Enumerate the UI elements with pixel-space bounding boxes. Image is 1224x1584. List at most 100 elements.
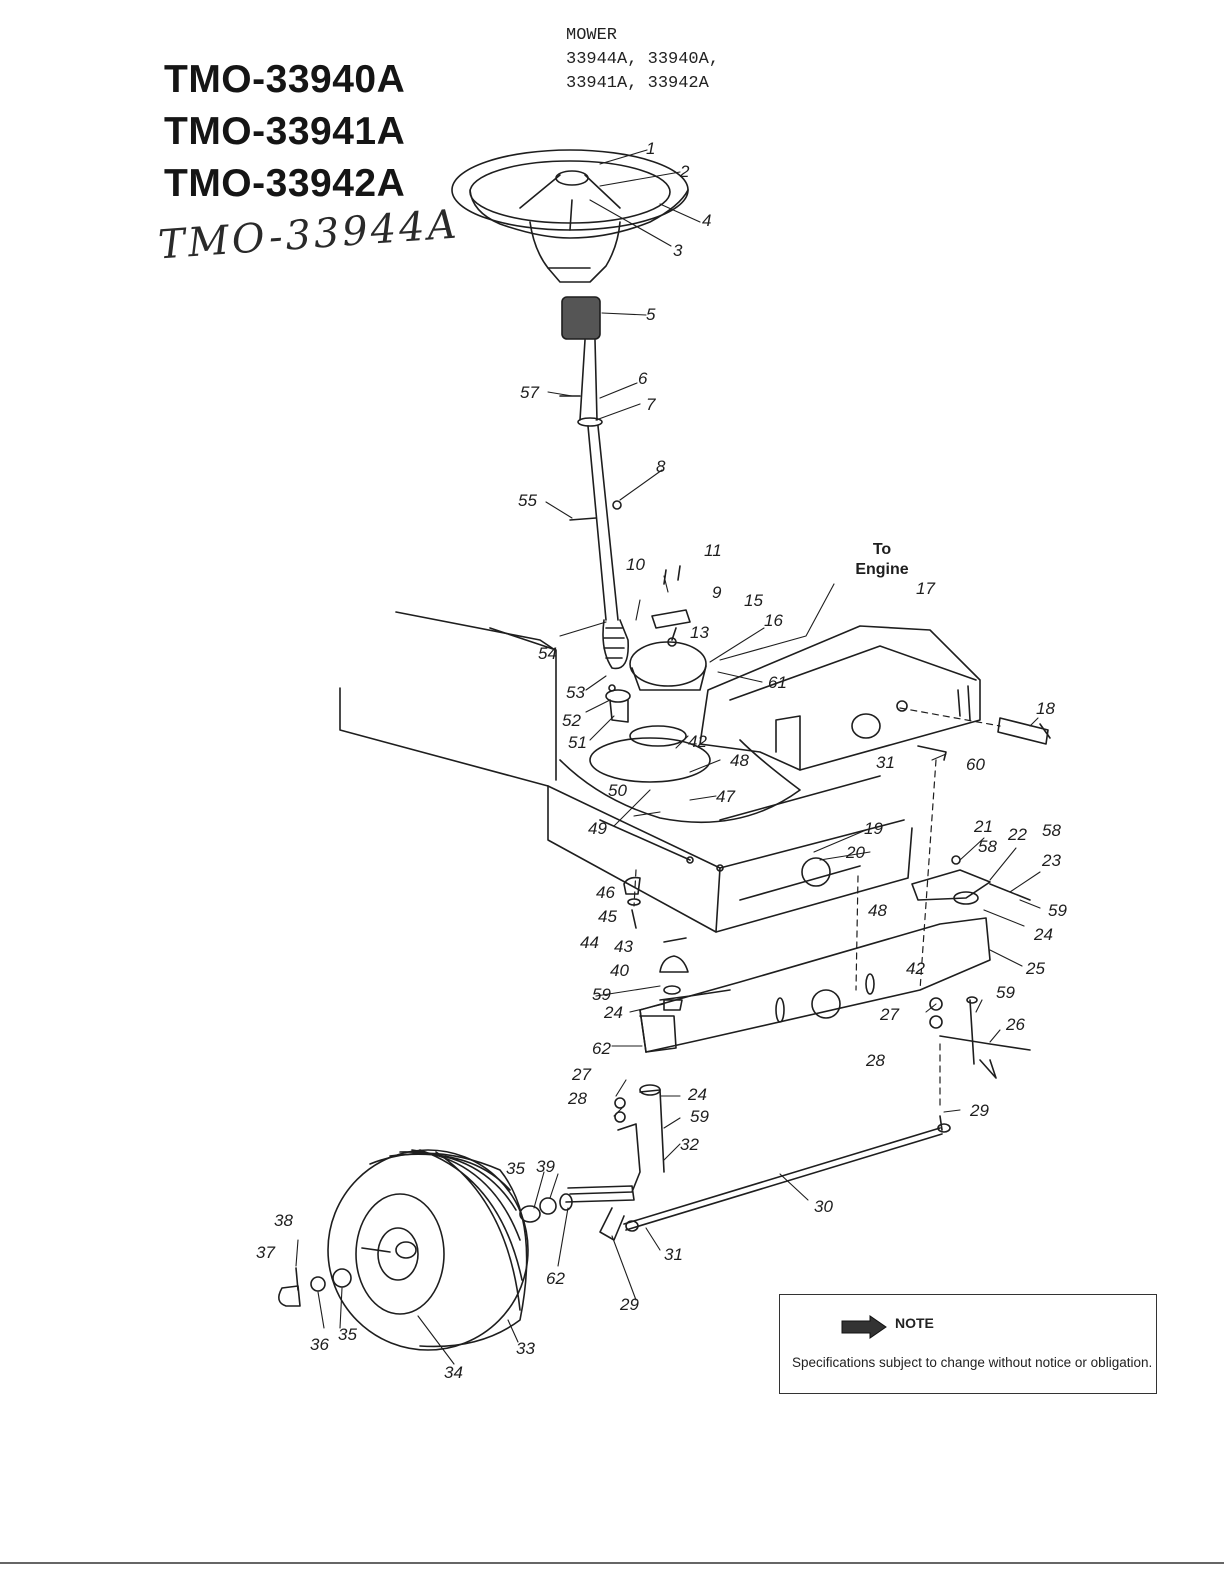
callout-24-center: 24	[604, 1003, 623, 1022]
callout-27-right: 27	[880, 1005, 899, 1024]
callout-59-center: 59	[592, 985, 611, 1004]
callout-26: 26	[1006, 1015, 1025, 1034]
callout-8: 8	[656, 457, 666, 476]
callout-34: 34	[444, 1363, 463, 1382]
callout-4: 4	[702, 211, 712, 230]
model-number-2: TMO-33941A	[164, 110, 406, 153]
callout-24-lower: 24	[688, 1085, 707, 1104]
callout-28-right: 28	[866, 1051, 885, 1070]
fitting-drawing	[917, 745, 947, 761]
callout-58-right: 58	[1042, 821, 1061, 840]
left-spindle-drawing	[565, 1084, 665, 1241]
note-box: NOTE Specifications subject to change wi…	[779, 1294, 1157, 1394]
callout-13: 13	[690, 623, 709, 642]
to-engine-line-1: To	[872, 541, 892, 558]
callout-9: 9	[712, 583, 722, 602]
callout-42-lower: 42	[906, 959, 925, 978]
hub-hardware-drawing	[278, 1193, 573, 1307]
front-axle-drawing	[639, 917, 991, 1053]
callout-31-lower: 31	[664, 1245, 683, 1264]
callout-30: 30	[814, 1197, 833, 1216]
callout-38: 38	[274, 1211, 293, 1230]
callout-28-left: 28	[568, 1089, 587, 1108]
callout-25: 25	[1026, 959, 1045, 978]
callout-43: 43	[614, 937, 633, 956]
callout-57: 57	[520, 383, 539, 402]
callout-7: 7	[646, 395, 656, 414]
callout-32: 32	[680, 1135, 699, 1154]
callout-23: 23	[1042, 851, 1061, 870]
arrow-icon	[841, 1315, 887, 1339]
callout-40: 40	[610, 961, 629, 980]
to-engine-line-2: Engine	[855, 561, 909, 578]
right-spindle-drawing	[929, 996, 1031, 1079]
callout-27-left: 27	[572, 1065, 591, 1084]
callout-59-right: 59	[1048, 901, 1067, 920]
pivot-bolt-drawing	[997, 717, 1051, 745]
callout-19: 19	[864, 819, 883, 838]
callout-5: 5	[646, 305, 656, 324]
callout-47: 47	[716, 787, 735, 806]
callout-58-left: 58	[978, 837, 997, 856]
callout-55: 55	[518, 491, 537, 510]
axle-support-drawing	[699, 625, 981, 771]
callout-18: 18	[1036, 699, 1055, 718]
callout-60: 60	[966, 755, 985, 774]
callout-62-lower: 62	[546, 1269, 565, 1288]
tie-rod-drawing	[623, 1115, 951, 1232]
callout-22: 22	[1008, 825, 1027, 844]
steering-arm-drawing	[911, 855, 1031, 905]
callout-50: 50	[608, 781, 627, 800]
model-codes-line-2: 33941A, 33942A	[566, 74, 709, 93]
callout-51: 51	[568, 733, 587, 752]
callout-62-upper: 62	[592, 1039, 611, 1058]
callout-54: 54	[538, 644, 557, 663]
callout-29-lower: 29	[620, 1295, 639, 1314]
callout-35-hub: 35	[506, 1159, 525, 1178]
callout-1: 1	[646, 139, 656, 158]
callout-10: 10	[626, 555, 645, 574]
callout-3: 3	[673, 241, 683, 260]
wheel-drawing	[327, 1149, 529, 1351]
model-codes-line-1: 33944A, 33940A,	[566, 50, 720, 69]
callout-39: 39	[536, 1157, 555, 1176]
steering-bushing-drawing	[561, 296, 601, 340]
callout-61: 61	[768, 673, 787, 692]
callout-37: 37	[256, 1243, 275, 1262]
steering-shaft-drawing	[559, 339, 629, 670]
callout-42-upper: 42	[688, 732, 707, 751]
callout-29-right: 29	[970, 1101, 989, 1120]
callout-20: 20	[846, 843, 865, 862]
steering-wheel-drawing	[451, 149, 689, 283]
callout-53: 53	[566, 683, 585, 702]
callout-24-right: 24	[1034, 925, 1053, 944]
callout-33: 33	[516, 1339, 535, 1358]
steering-gear-drawing	[605, 565, 707, 747]
callout-15: 15	[744, 591, 763, 610]
note-heading: NOTE	[895, 1315, 934, 1331]
callout-16: 16	[764, 611, 783, 630]
callout-35-wheel: 35	[338, 1325, 357, 1344]
model-number-3: TMO-33942A	[164, 162, 406, 205]
callout-17: 17	[916, 579, 935, 598]
model-number-1: TMO-33940A	[164, 58, 406, 101]
callout-45: 45	[598, 907, 617, 926]
callout-2: 2	[680, 162, 690, 181]
fastener-stack-drawing	[623, 876, 689, 1011]
section-title: MOWER	[566, 26, 618, 45]
callout-48-upper: 48	[730, 751, 749, 770]
callout-46: 46	[596, 883, 615, 902]
callout-31-upper: 31	[876, 753, 895, 772]
callout-59-spindle: 59	[996, 983, 1015, 1002]
callout-59-lower: 59	[690, 1107, 709, 1126]
callout-36: 36	[310, 1335, 329, 1354]
callout-44: 44	[580, 933, 599, 952]
frame-drawing	[339, 611, 913, 933]
callout-6: 6	[638, 369, 648, 388]
to-engine-label: To Engine	[842, 540, 922, 580]
note-text: Specifications subject to change without…	[792, 1355, 1153, 1370]
callout-49: 49	[588, 819, 607, 838]
callout-52: 52	[562, 711, 581, 730]
callout-21: 21	[974, 817, 993, 836]
